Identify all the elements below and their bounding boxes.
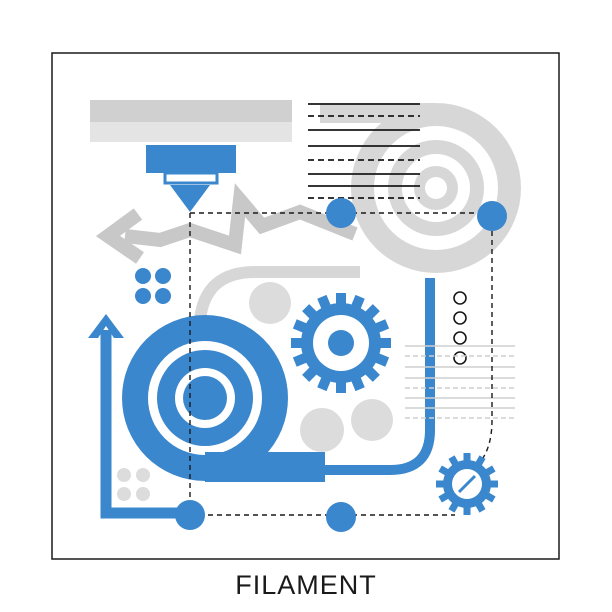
dashed-connectors <box>189 212 493 516</box>
open-circles-column <box>453 291 467 365</box>
text-lines-gray <box>405 345 515 419</box>
filament-spool-icon <box>320 103 521 273</box>
filament-path-gray <box>194 266 360 321</box>
connection-nodes <box>175 198 507 532</box>
arrow-up-icon <box>88 314 190 519</box>
filament-spool-icon <box>122 315 325 482</box>
filament-path-blue <box>240 278 435 475</box>
illustration-caption: FILAMENT <box>235 570 377 600</box>
dots-grid-blue <box>135 268 171 304</box>
arrow-left-icon <box>95 183 358 264</box>
dots-grid-gray <box>117 468 150 501</box>
gear-icon <box>291 293 391 393</box>
text-lines-decoration <box>308 103 420 199</box>
decorative-circles-gray <box>249 282 393 452</box>
printer-extruder-icon <box>90 100 292 212</box>
gear-icon <box>436 453 498 515</box>
